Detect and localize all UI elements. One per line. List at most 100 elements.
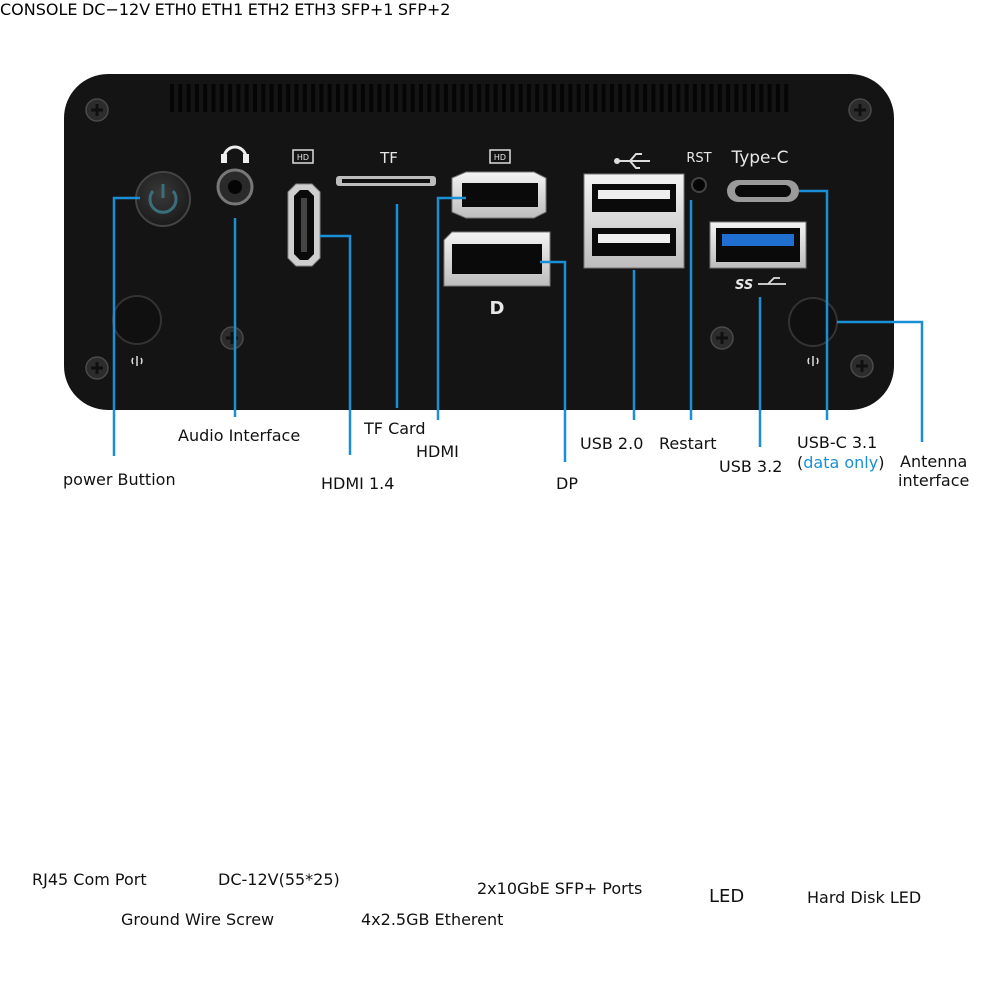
screw: CONSOLE DC−12V ETH0 ETH1 ETH2 ETH3: [0, 0, 451, 19]
callout-sfp-ports: 2x10GbE SFP+ Ports: [477, 879, 643, 898]
screw: [847, 97, 873, 123]
vent-slot: [360, 84, 365, 112]
callout-usb-3-2: USB 3.2: [719, 457, 783, 476]
callout-dc-12v: DC-12V(55*25): [218, 870, 340, 889]
displayport-icon: D: [490, 298, 505, 319]
top-vent: [170, 84, 789, 112]
usb-2-0-ports[interactable]: [583, 173, 685, 269]
sfp1-label: SFP+1: [340, 0, 394, 19]
vent-slot: [460, 84, 465, 112]
vent-slot: [236, 84, 241, 112]
eth2-port[interactable]: SFP+1 SFP+2: [340, 0, 451, 19]
vent-slot: [203, 84, 208, 112]
hdmi-port[interactable]: [451, 171, 547, 219]
callout-dp: DP: [556, 474, 578, 493]
hdmi-1-4-port[interactable]: [287, 183, 321, 267]
vent-slot: [717, 84, 722, 112]
antenna-icon: [807, 356, 819, 366]
vent-slot: [253, 84, 257, 112]
svg-text:SS: SS: [735, 278, 753, 293]
tf-card-slot[interactable]: [336, 176, 436, 186]
callout-tf-card: TF Card: [364, 419, 426, 438]
vent-slot: [427, 84, 432, 112]
callout-antenna-line2: interface: [898, 471, 970, 490]
vent-slot: [535, 84, 540, 112]
vent-slot: [742, 84, 747, 112]
vent-slot: [734, 84, 739, 112]
usb-icon: [614, 153, 650, 169]
vent-slot: [302, 84, 307, 112]
vent-slot: [244, 84, 249, 112]
superspeed-usb-icon: SS: [735, 277, 786, 293]
usb-3-2-port[interactable]: [709, 221, 807, 269]
restart-button[interactable]: [691, 177, 707, 193]
eth0-port[interactable]: SFP+1 SFP+2: [340, 0, 451, 19]
sfp1-port[interactable]: SFP+1 SFP+2: [340, 0, 451, 19]
vent-slot: [609, 84, 614, 112]
eth3-port[interactable]: SFP+1 SFP+2: [340, 0, 451, 19]
vent-slot: [568, 84, 573, 112]
vent-slot: [170, 84, 174, 112]
vent-slot: [668, 84, 672, 112]
svg-text:HD: HD: [297, 153, 309, 162]
callout-hdmi: HDMI: [416, 442, 459, 461]
vent-slot: [751, 84, 755, 112]
audio-jack[interactable]: [216, 168, 254, 206]
vent-slot: [626, 84, 631, 112]
displayport-port[interactable]: [443, 231, 551, 287]
vent-slot: [726, 84, 731, 112]
vent-slot: [410, 84, 415, 112]
vent-slot: [601, 84, 606, 112]
bottom-panel-body: CONSOLE DC−12V ETH0 ETH1 ETH2 ETH3: [0, 0, 451, 19]
vent-slot: [277, 84, 282, 112]
vent-slot: [369, 84, 374, 112]
vent-slot: [709, 84, 714, 112]
vent-slot: [319, 84, 324, 112]
dc-label: DC−12V: [81, 0, 151, 19]
vent-slot: [402, 84, 407, 112]
vent-slot: [767, 84, 772, 112]
vent-slot: [385, 84, 390, 112]
sfp2-port[interactable]: SFP+1 SFP+2: [340, 0, 451, 19]
vent-slot: [377, 84, 382, 112]
console-label: CONSOLE: [0, 0, 78, 19]
power-icon: [148, 184, 178, 214]
vent-slot: [352, 84, 357, 112]
vent-slot: [634, 84, 639, 112]
vent-slot: [576, 84, 581, 112]
vent-slot: [759, 84, 764, 112]
vent-slot: [178, 84, 183, 112]
sfp2-label: SFP+2: [397, 0, 451, 19]
vent-slot: [186, 84, 191, 112]
callout-usb-2-0: USB 2.0: [580, 434, 644, 453]
svg-text:HD: HD: [494, 153, 506, 162]
vent-slot: [311, 84, 316, 112]
vent-slot: [452, 84, 457, 112]
callout-rj45-com-port: RJ45 Com Port: [32, 870, 147, 889]
top-panel: HD TF HD D: [64, 74, 924, 462]
power-button[interactable]: [135, 171, 191, 227]
screw: [84, 355, 110, 381]
vent-slot: [327, 84, 332, 112]
vent-slot: [485, 84, 490, 112]
vent-slot: [477, 84, 482, 112]
antenna-icon: [131, 356, 143, 366]
usb-c-port[interactable]: [727, 180, 799, 202]
eth2-label: ETH2: [247, 0, 290, 19]
eth1-port[interactable]: SFP+1 SFP+2: [340, 0, 451, 19]
callout-ethernet: 4x2.5GB Etherent: [361, 910, 504, 929]
vent-slot: [261, 84, 266, 112]
callout-restart: Restart: [659, 434, 717, 453]
callout-antenna-line1: Antenna: [900, 452, 968, 471]
vent-slot: [560, 84, 565, 112]
hd-icon: HD: [489, 149, 511, 164]
eth0-label: ETH0: [154, 0, 197, 19]
vent-slot: [618, 84, 623, 112]
vent-slot: [775, 84, 780, 112]
vent-slot: [526, 84, 531, 112]
vent-slot: [211, 84, 216, 112]
vent-slot: [493, 84, 498, 112]
headphone-icon: [221, 145, 249, 163]
vent-slot: [336, 84, 340, 112]
callout-data-only: data only: [803, 453, 879, 472]
